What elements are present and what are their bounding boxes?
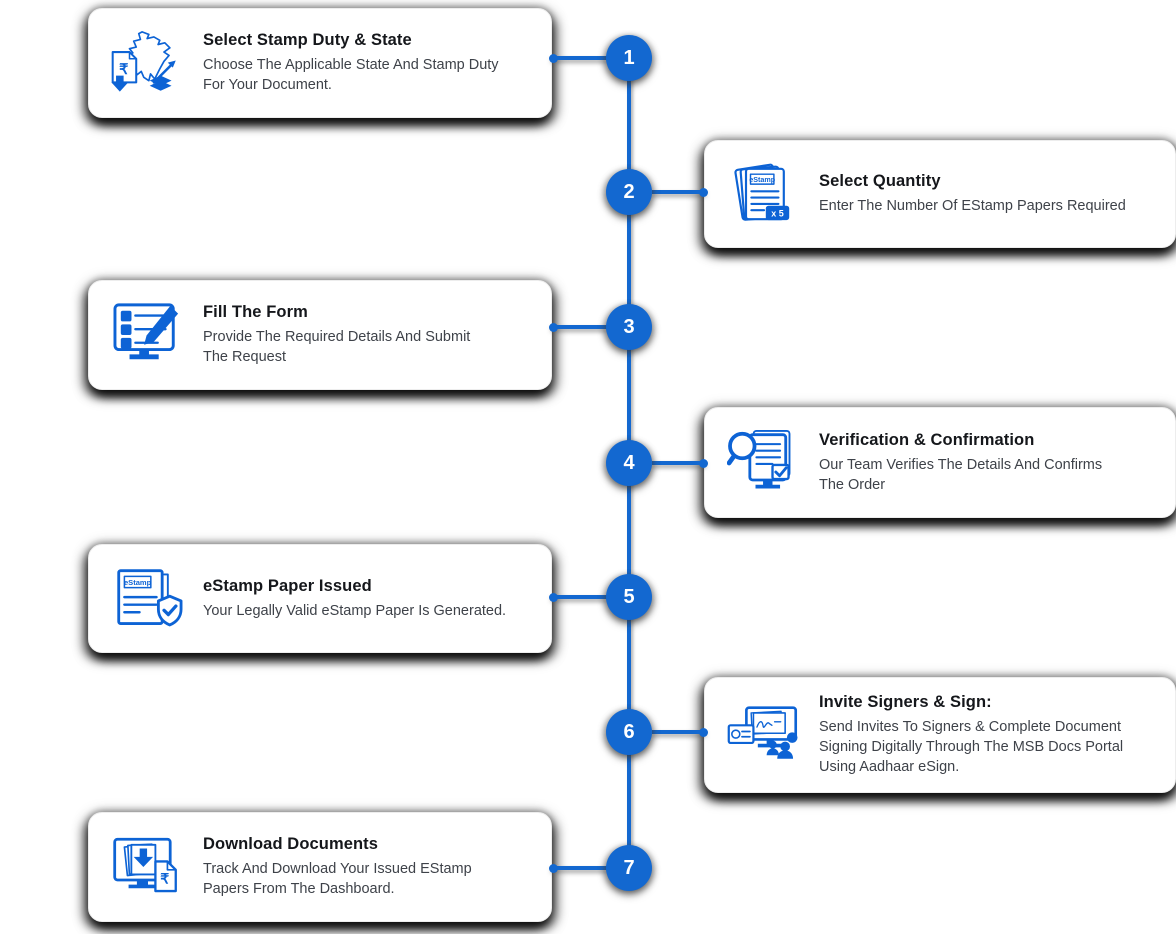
svg-text:₹: ₹: [160, 871, 169, 887]
step-number: 1: [623, 46, 635, 69]
step-number: 4: [623, 451, 635, 474]
connector-line: [551, 595, 607, 599]
connector-dot: [549, 864, 558, 873]
step-number-badge: 4: [606, 440, 652, 486]
step-description: Track And Download Your Issued EStamp Pa…: [203, 861, 472, 897]
step-title: Fill The Form: [203, 303, 308, 321]
step-number: 2: [623, 180, 635, 203]
connector-line: [551, 325, 607, 329]
step-title: Invite Signers & Sign:: [819, 693, 992, 711]
step-number: 6: [623, 720, 635, 743]
step-number-badge: 1: [606, 35, 652, 81]
step-number: 3: [623, 315, 635, 338]
invite-signers-esign-icon: [727, 702, 801, 768]
step-description: Our Team Verifies The Details And Confir…: [819, 456, 1103, 493]
connector-dot: [699, 459, 708, 468]
connector-line: [652, 730, 706, 734]
step-card: Verification & Confirmation Our Team Ver…: [704, 407, 1176, 518]
step-description: Your Legally Valid eStamp Paper Is Gener…: [203, 602, 507, 619]
step-card: Invite Signers & Sign: Send Invites To S…: [704, 677, 1176, 793]
svg-text:₹: ₹: [119, 62, 128, 78]
step-description: Send Invites To Signers & Complete Docum…: [819, 719, 1124, 775]
step-card: Fill The Form Provide The Required Detai…: [88, 280, 552, 390]
step-text: Invite Signers & Sign: Send Invites To S…: [819, 693, 1151, 777]
step-card: eStamp eStamp Paper Issued Your Legally …: [88, 544, 552, 653]
connector-line: [652, 461, 706, 465]
connector-dot: [699, 188, 708, 197]
connector-dot: [699, 728, 708, 737]
connector-line: [551, 866, 607, 870]
step-title: Select Quantity: [819, 172, 941, 190]
download-documents-icon: ₹: [111, 832, 185, 902]
step-title: Download Documents: [203, 835, 379, 853]
estamp-shield-check-icon: eStamp: [111, 565, 185, 633]
step-number-badge: 5: [606, 574, 652, 620]
step-text: eStamp Paper Issued Your Legally Valid e…: [203, 577, 527, 621]
step-card: ₹ Select Stamp Duty & State Choose The A…: [88, 8, 552, 118]
svg-text:eStamp: eStamp: [124, 577, 152, 586]
connector-dot: [549, 54, 558, 63]
step-description: Choose The Applicable State And Stamp Du…: [203, 57, 499, 93]
step-description: Provide The Required Details And Submit …: [203, 329, 471, 365]
india-map-stamp-duty-icon: ₹: [111, 28, 185, 98]
connector-line: [551, 56, 607, 60]
form-checklist-pen-icon: [111, 301, 185, 369]
svg-text:x 5: x 5: [771, 209, 784, 219]
step-text: Fill The Form Provide The Required Detai…: [203, 303, 527, 367]
step-title: Verification & Confirmation: [819, 430, 1035, 449]
connector-dot: [549, 593, 558, 602]
estamp-quantity-icon: eStamp x 5: [727, 160, 801, 228]
step-number-badge: 7: [606, 845, 652, 891]
step-number-badge: 6: [606, 709, 652, 755]
step-description: Enter The Number Of EStamp Papers Requir…: [819, 198, 1126, 214]
connector-line: [652, 190, 706, 194]
step-number-badge: 3: [606, 304, 652, 350]
step-text: Select Quantity Enter The Number Of ESta…: [819, 172, 1151, 216]
step-number-badge: 2: [606, 169, 652, 215]
step-title: eStamp Paper Issued: [203, 576, 372, 595]
step-title: Select Stamp Duty & State: [203, 31, 412, 49]
magnifier-verification-icon: [727, 429, 801, 497]
step-number: 5: [623, 585, 635, 608]
step-text: Verification & Confirmation Our Team Ver…: [819, 431, 1151, 495]
connector-dot: [549, 323, 558, 332]
step-text: Select Stamp Duty & State Choose The App…: [203, 31, 527, 95]
step-card: ₹ Download Documents Track And Download …: [88, 812, 552, 922]
step-card: eStamp x 5 Select Quantity Enter The Num…: [704, 140, 1176, 248]
step-number: 7: [623, 856, 635, 879]
svg-text:eStamp: eStamp: [749, 175, 776, 184]
step-text: Download Documents Track And Download Yo…: [203, 835, 527, 899]
